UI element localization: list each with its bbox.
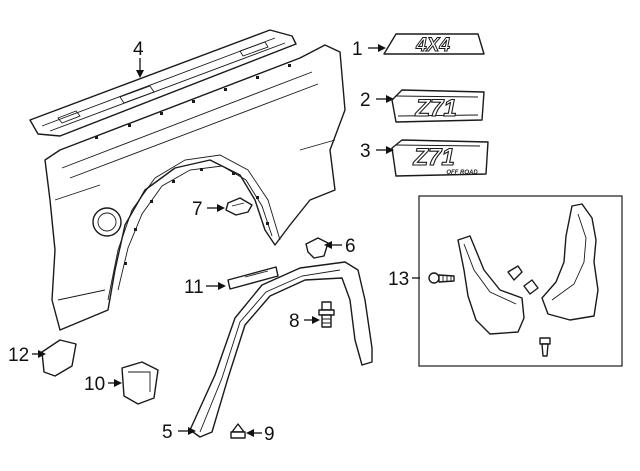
emblem-z71-label: Z71 — [414, 95, 456, 122]
emblem-z71-offroad: Z71 OFF ROAD — [391, 139, 489, 177]
callout-13: 13 — [388, 269, 409, 290]
callout-6: 6 — [345, 236, 356, 257]
bed-rail-cap — [29, 29, 297, 137]
bracket-part — [225, 197, 253, 216]
leader-lines — [32, 44, 420, 437]
bolt-part — [318, 301, 335, 328]
screw-part — [428, 272, 455, 284]
emblem-4x4-label: 4X4 — [415, 35, 450, 56]
end-cap-part — [41, 339, 77, 377]
clip-part — [305, 237, 329, 259]
screw-bottom-part — [539, 337, 551, 357]
emblem-offroad-label: OFF ROAD — [446, 170, 478, 176]
cap-part — [121, 361, 159, 405]
mud-flap-right — [541, 203, 599, 321]
emblem-4x4: 4X4 — [383, 33, 485, 57]
callout-12: 12 — [8, 345, 29, 366]
callout-5: 5 — [162, 422, 173, 443]
mud-flap-kit-box — [418, 195, 623, 367]
callout-numbers: 1 2 3 4 5 6 7 8 9 10 11 12 13 — [8, 39, 409, 445]
mud-flap-left — [457, 235, 525, 335]
callout-4: 4 — [133, 39, 144, 60]
emblem-z71: Z71 — [391, 89, 485, 123]
callout-11: 11 — [184, 277, 204, 298]
callout-1: 1 — [352, 39, 363, 60]
callout-7: 7 — [192, 199, 203, 220]
callout-2: 2 — [360, 90, 371, 111]
emblem-z71-offroad-label: Z71 — [412, 144, 454, 171]
wheel-flare-molding — [189, 261, 373, 438]
flap-clip — [523, 279, 539, 295]
push-pin-part — [230, 423, 246, 439]
callout-9: 9 — [264, 424, 275, 445]
bed-side-panel — [44, 44, 346, 331]
flap-bracket — [507, 265, 523, 281]
applique-strip — [227, 266, 279, 290]
callout-8: 8 — [289, 311, 300, 332]
callout-10: 10 — [84, 374, 105, 395]
callout-3: 3 — [360, 141, 371, 162]
